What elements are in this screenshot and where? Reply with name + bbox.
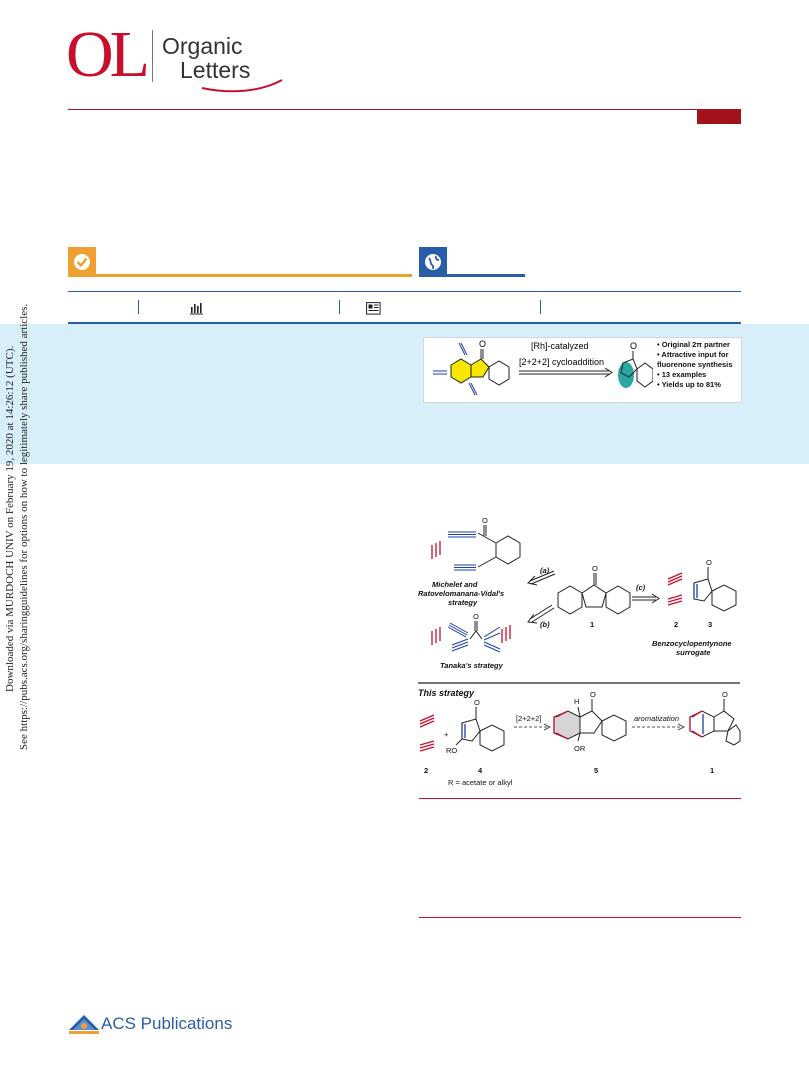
- aromatization-label: aromatization: [634, 714, 679, 723]
- scheme-compound-5-o: O: [590, 690, 596, 699]
- footnote-rule: [419, 917, 741, 918]
- toc-bullet: • 13 examples: [657, 370, 707, 379]
- scheme-or: OR: [574, 744, 586, 753]
- global-access-rule: [447, 274, 525, 277]
- article-icon[interactable]: [366, 302, 381, 315]
- toc-carbonyl-o: O: [479, 339, 486, 349]
- toc-bullets: • Original 2π partner • Attractive input…: [657, 340, 732, 390]
- open-access-badge[interactable]: [68, 247, 96, 277]
- tanaka-label: Tanaka's strategy: [440, 661, 504, 670]
- scheme-compound-3: [693, 567, 737, 612]
- scheme-arrow-a: [527, 570, 556, 586]
- label-b: (b): [540, 620, 550, 629]
- scheme-fluorenone-1: [557, 573, 631, 615]
- compound-number-2b: 2: [424, 766, 428, 775]
- scheme-dashed-arrow-2: [632, 723, 686, 731]
- scheme-fluorenone-o: O: [592, 564, 598, 573]
- toc-bullet: • Attractive input for: [657, 350, 729, 359]
- scheme-final-o: O: [722, 690, 728, 699]
- scheme-michelet-red-alkyne: [431, 541, 441, 559]
- toc-arrow-label-bottom: [2+2+2] cycloaddition: [519, 357, 604, 367]
- scheme-compound-5: [553, 699, 627, 742]
- header-tab: [697, 109, 741, 124]
- scheme-tanaka-o: O: [473, 612, 479, 621]
- scheme-this-2: [419, 714, 435, 752]
- journal-name: Organic Letters: [162, 34, 250, 82]
- compound-number-1b: 1: [710, 766, 714, 775]
- compound-number-3: 3: [708, 620, 712, 629]
- scheme-this-4: [455, 707, 505, 752]
- scheme-arrow-b: [527, 604, 555, 624]
- logo-divider: [152, 30, 153, 82]
- logo-swoosh-icon: [201, 79, 283, 93]
- compound-number-5: 5: [594, 766, 598, 775]
- label-c: (c): [636, 583, 646, 592]
- label-a: (a): [540, 566, 550, 575]
- scheme-tanaka-red-alkynes: [431, 625, 511, 645]
- toc-bullet: fluorenone synthesis: [657, 360, 733, 369]
- scheme-compound-3-o: O: [706, 558, 712, 567]
- benzo-label-line1: Benzocyclopentynone: [652, 639, 732, 648]
- toc-bullet: • Yields up to 81%: [657, 380, 721, 389]
- download-notice-line1: Downloaded via MURDOCH UNIV on February …: [4, 345, 16, 692]
- metrics-separator: [138, 300, 139, 314]
- benzo-label-line2: surrogate: [676, 648, 711, 657]
- compound-number-2: 2: [674, 620, 678, 629]
- scheme-h: H: [574, 697, 579, 706]
- scheme-michelet-structure: [477, 525, 521, 568]
- michelet-label-line1: Michelet and: [432, 580, 478, 589]
- scheme-arrow-c: [632, 593, 660, 604]
- toc-alkyne-marks: [433, 342, 478, 396]
- journal-logo-letters: OL: [66, 18, 150, 91]
- toc-product: [620, 351, 653, 388]
- scheme-compound-2: [667, 572, 683, 606]
- toc-reaction-scheme: O [Rh]-catalyzed [2+2+2] cycloaddition O: [433, 339, 653, 396]
- scheme-figure: O Michelet and Ratovelomanana-Vidal's st…: [418, 516, 741, 787]
- metrics-bar-top-rule: [68, 291, 741, 292]
- toc-bullet: • Original 2π partner: [657, 340, 730, 349]
- toc-arrow-label-top: [Rh]-catalyzed: [531, 341, 589, 351]
- cyclo-label: [2+2+2]: [516, 714, 541, 723]
- compound-number-4: 4: [478, 766, 483, 775]
- this-strategy-label: This strategy: [418, 688, 475, 698]
- scheme-michelet-alkynes: [448, 531, 476, 571]
- scheme-this-4-o: O: [474, 698, 480, 707]
- scheme-tanaka-ketone: [469, 621, 483, 640]
- journal-name-line1: Organic: [162, 33, 243, 59]
- scheme-michelet-o: O: [482, 516, 488, 525]
- toc-starting-material: [450, 349, 510, 386]
- open-access-rule: [96, 274, 412, 277]
- journal-name-line2: Letters: [180, 57, 251, 83]
- compound-number-1: 1: [590, 620, 594, 629]
- metrics-separator: [339, 300, 340, 314]
- acs-publications-text: ACS Publications: [101, 1014, 233, 1033]
- plus-sign: +: [444, 730, 449, 739]
- scheme-fluorenone-final: [689, 699, 741, 746]
- scheme-tanaka-alkynes: [447, 622, 501, 653]
- toc-product-o: O: [630, 341, 637, 351]
- r-definition: R = acetate or alkyl: [448, 778, 513, 787]
- metrics-separator: [540, 300, 541, 314]
- global-access-badge[interactable]: [419, 247, 447, 277]
- bar-chart-icon[interactable]: [190, 302, 204, 315]
- metrics-bar-bottom-rule: [68, 322, 741, 324]
- download-notice-line2: See https://pubs.acs.org/sharingguidelin…: [18, 303, 30, 750]
- acs-logo-icon: [69, 1015, 99, 1034]
- scheme-dashed-arrow-1: [514, 723, 552, 731]
- checkmark-icon: [74, 254, 90, 270]
- scheme-bottom-rule: [419, 798, 741, 799]
- header-rule: [68, 109, 741, 110]
- download-notice: Downloaded via MURDOCH UNIV on February …: [3, 290, 31, 750]
- globe-icon: [425, 254, 441, 270]
- michelet-label-line2: Ratovelomanana-Vidal's: [418, 589, 504, 598]
- scheme-ro: RO: [446, 746, 457, 755]
- michelet-label-line3: strategy: [448, 598, 478, 607]
